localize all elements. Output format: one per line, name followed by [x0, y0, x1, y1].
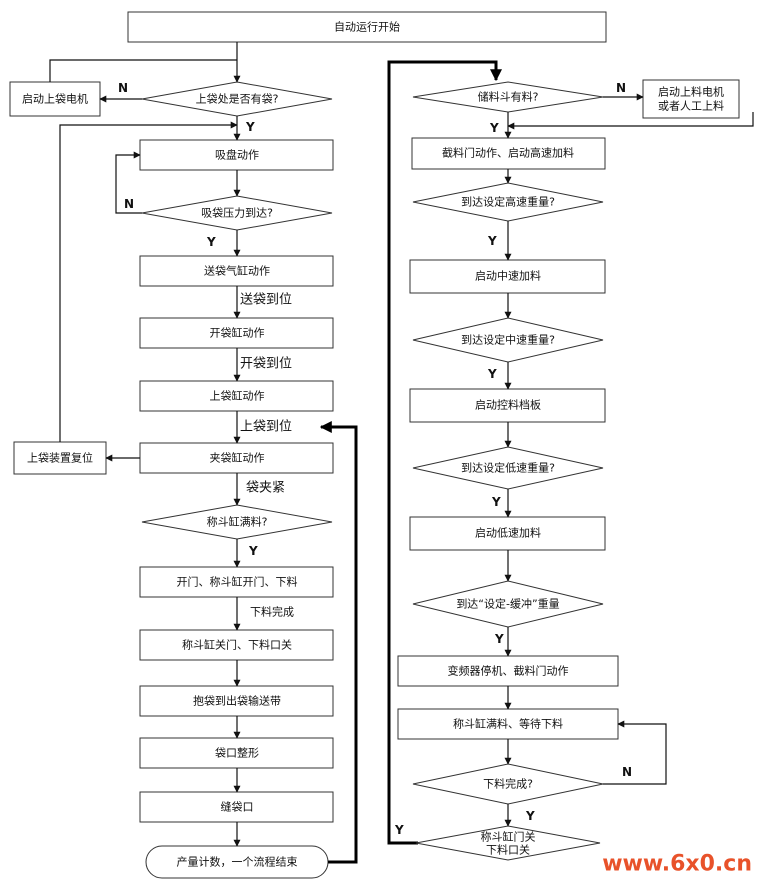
- hold-bag-node: 抱袋到出袋输送带: [139, 685, 334, 717]
- decision-has-bag: 上袋处是否有袋?: [141, 81, 333, 117]
- watermark-text: www.6x0.cn: [602, 852, 752, 877]
- right-edge-labels: N Y Y Y Y Y N Y Y: [394, 81, 632, 837]
- wait-label: 称斗缸满料、等待下料: [453, 717, 563, 731]
- decision-mid-label: 到达设定中速重量?: [461, 333, 555, 347]
- decision-close: 称斗缸门关 下料口关: [415, 825, 601, 861]
- clamp-cylinder-node: 夹袋缸动作: [139, 442, 334, 474]
- baffle-node: 启动控料档板: [409, 388, 606, 423]
- suction-node: 吸盘动作: [139, 139, 334, 171]
- open-cylinder-label: 开袋缸动作: [210, 326, 265, 340]
- left-connectors: [49, 42, 241, 847]
- yes-label-low: Y: [491, 495, 501, 509]
- decision-low-label: 到达设定低速重量?: [461, 461, 555, 475]
- mid-feed-node: 启动中速加料: [409, 259, 606, 294]
- low-feed-label: 启动低速加料: [475, 526, 541, 540]
- yes-label-buffer: Y: [494, 632, 504, 646]
- end-label: 产量计数，一个流程结束: [177, 855, 298, 869]
- yes-label-mid: Y: [487, 367, 497, 381]
- decision-pressure-label: 吸袋压力到达?: [201, 206, 273, 220]
- left-edge-labels: N Y N Y 送袋到位 开袋到位 上袋到位 袋夹紧 Y 下料完成: [118, 81, 294, 619]
- feed-cylinder-label: 送袋气缸动作: [204, 264, 270, 278]
- decision-unload: 下料完成?: [412, 763, 604, 805]
- decision-close-label-2: 下料口关: [486, 843, 530, 857]
- suction-label: 吸盘动作: [215, 148, 259, 162]
- decision-unload-label: 下料完成?: [483, 777, 533, 791]
- open-door-node: 开门、称斗缸开门、下料: [139, 566, 334, 598]
- hold-bag-label: 抱袋到出袋输送带: [193, 694, 281, 708]
- open-cylinder-node: 开袋缸动作: [139, 317, 334, 349]
- baffle-label: 启动控料档板: [475, 398, 541, 412]
- decision-buffer: 到达“设定-缓冲”重量: [412, 580, 604, 628]
- decision-close-label-1: 称斗缸门关: [481, 830, 536, 844]
- start-feed-motor-label-1: 启动上料电机: [658, 85, 724, 99]
- no-label-has-bag: N: [118, 81, 128, 95]
- no-label-pressure: N: [124, 197, 134, 211]
- low-feed-node: 启动低速加料: [409, 516, 606, 551]
- decision-mid: 到达设定中速重量?: [412, 317, 604, 363]
- reset-label: 上袋装置复位: [27, 451, 93, 465]
- no-label-unload: N: [622, 765, 632, 779]
- decision-low: 到达设定低速重量?: [412, 446, 604, 490]
- shape-node: 袋口整形: [139, 737, 334, 769]
- gate-high-label: 截料门动作、启动高速加料: [442, 146, 574, 160]
- gate-high-node: 截料门动作、启动高速加料: [411, 137, 606, 170]
- close-door-node: 称斗缸关门、下料口关: [139, 629, 334, 661]
- yes-label-has-bag: Y: [245, 120, 255, 134]
- start-label: 自动运行开始: [334, 20, 400, 34]
- shape-label: 袋口整形: [215, 746, 259, 760]
- yes-label-close: Y: [394, 823, 404, 837]
- open-done-label: 开袋到位: [240, 357, 292, 372]
- mid-feed-label: 启动中速加料: [475, 269, 541, 283]
- start-bag-motor-label: 启动上袋电机: [22, 92, 88, 106]
- feed-cylinder-node: 送袋气缸动作: [139, 255, 334, 287]
- start-node: 自动运行开始: [127, 11, 607, 43]
- clamp-cylinder-label: 夹袋缸动作: [210, 451, 265, 465]
- end-node: 产量计数，一个流程结束: [145, 845, 329, 879]
- decision-has-bag-label: 上袋处是否有袋?: [196, 92, 279, 106]
- clamp-done-label: 袋夹紧: [246, 481, 285, 496]
- yes-label-high: Y: [487, 234, 497, 248]
- reset-node: 上袋装置复位: [13, 441, 107, 475]
- yes-label-unload: Y: [525, 809, 535, 823]
- sew-label: 缝袋口: [221, 800, 254, 814]
- decision-buffer-label: 到达“设定-缓冲”重量: [456, 597, 559, 611]
- feed-done-label: 送袋到位: [240, 293, 292, 308]
- yes-label-full: Y: [248, 544, 258, 558]
- yes-label-hopper: Y: [489, 121, 499, 135]
- vfd-stop-node: 变频器停机、截料门动作: [397, 655, 619, 687]
- decision-pressure: 吸袋压力到达?: [141, 195, 333, 231]
- decision-full: 称斗缸满料?: [141, 504, 333, 540]
- decision-hopper: 储料斗有料?: [412, 81, 604, 113]
- bag-done-label: 上袋到位: [240, 420, 292, 435]
- bag-cylinder-label: 上袋缸动作: [210, 389, 265, 403]
- vfd-stop-label: 变频器停机、截料门动作: [448, 664, 569, 678]
- right-connectors: [504, 93, 754, 827]
- close-door-label: 称斗缸关门、下料口关: [182, 638, 292, 652]
- bag-cylinder-node: 上袋缸动作: [139, 380, 334, 412]
- decision-high: 到达设定高速重量?: [412, 182, 604, 222]
- no-label-hopper: N: [616, 81, 626, 95]
- unload-done-label: 下料完成: [250, 605, 294, 619]
- wait-node: 称斗缸满料、等待下料: [397, 708, 619, 740]
- open-door-label: 开门、称斗缸开门、下料: [177, 575, 298, 589]
- start-feed-motor-node: 启动上料电机 或者人工上料: [642, 79, 740, 119]
- start-bag-motor-node: 启动上袋电机: [9, 81, 101, 117]
- start-feed-motor-label-2: 或者人工上料: [658, 99, 724, 113]
- yes-label-pressure: Y: [206, 235, 216, 249]
- column-links: [319, 60, 502, 864]
- decision-full-label: 称斗缸满料?: [207, 515, 268, 529]
- sew-node: 缝袋口: [139, 791, 334, 823]
- decision-hopper-label: 储料斗有料?: [478, 90, 539, 104]
- decision-high-label: 到达设定高速重量?: [461, 195, 555, 209]
